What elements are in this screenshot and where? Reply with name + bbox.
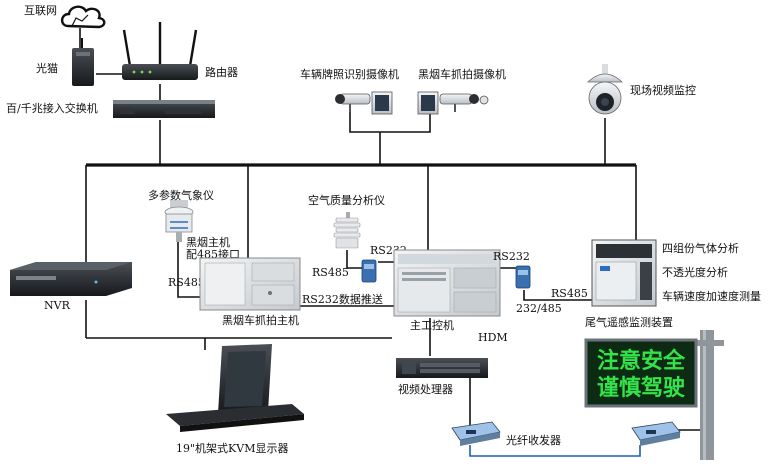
rs485-mid-label: RS485 (312, 266, 349, 279)
serial-converter-right-icon (515, 265, 531, 289)
ipc-label: 主工控机 (410, 318, 454, 332)
nvr-label: NVR (44, 299, 71, 312)
cctv-label: 现场视频监控 (630, 83, 696, 97)
remote-sensing-label: 尾气遥感监测装置 (585, 315, 673, 329)
fiber-transceiver-left-icon (451, 421, 501, 446)
video-processor-icon (396, 358, 488, 378)
led-sign: 注意安全 谨慎驾驶 (584, 330, 724, 460)
weather-label: 多参数气象仪 (148, 188, 214, 202)
kvm-icon (166, 344, 304, 432)
modem-icon (72, 38, 94, 86)
remote-sensing-device-icon (591, 239, 657, 307)
router-label: 路由器 (205, 65, 238, 79)
switch-label: 百/千兆接入交换机 (6, 101, 98, 115)
smoke-host-note-1: 黑烟主机 (186, 235, 230, 249)
smoke-camera-label: 黑烟车抓拍摄像机 (418, 67, 506, 81)
industrial-pc-icon (393, 249, 501, 317)
router-icon (122, 22, 198, 80)
fiber-cable (469, 445, 641, 457)
weather-station-icon (164, 200, 194, 242)
speed-label: 车辆速度加速度测量 (662, 289, 761, 303)
smoke-camera-icon (417, 91, 489, 115)
sign-line-2: 谨慎驾驶 (597, 375, 685, 401)
smoke-host-label: 黑烟车抓拍主机 (222, 313, 299, 327)
rs485-left-label: RS485 (168, 276, 205, 289)
rs232-right-label: RS232 (493, 250, 530, 263)
fiber-transceiver-right-icon (631, 421, 681, 446)
fiber-label: 光纤收发器 (506, 433, 561, 447)
serial-converter-left-icon (361, 259, 377, 283)
gas-analysis-label: 四组份气体分析 (662, 241, 739, 255)
rs485-right-label: RS485 (551, 287, 588, 300)
smoke-host-icon (199, 257, 301, 311)
plate-camera-icon (335, 91, 393, 115)
connection-lines (79, 28, 700, 457)
modem-label: 光猫 (36, 61, 58, 75)
internet-label: 互联网 (24, 4, 57, 17)
plate-camera-label: 车辆牌照识别摄像机 (300, 67, 399, 81)
air-quality-icon (333, 212, 361, 249)
rs-232-485-label: 232/485 (516, 302, 562, 315)
video-processor-label: 视频处理器 (398, 382, 453, 396)
nvr-icon (10, 262, 132, 296)
kvm-label: 19"机架式KVM显示器 (176, 441, 288, 455)
hdm-label: HDM (478, 331, 508, 344)
opacity-label: 不透光度分析 (662, 265, 728, 279)
dome-camera-icon (586, 64, 624, 115)
switch-icon (113, 100, 215, 118)
rs232-push-label: RS232数据推送 (302, 292, 383, 306)
air-quality-label: 空气质量分析仪 (308, 193, 385, 207)
internet-cloud-icon (60, 5, 106, 29)
sign-line-1: 注意安全 (597, 348, 686, 374)
